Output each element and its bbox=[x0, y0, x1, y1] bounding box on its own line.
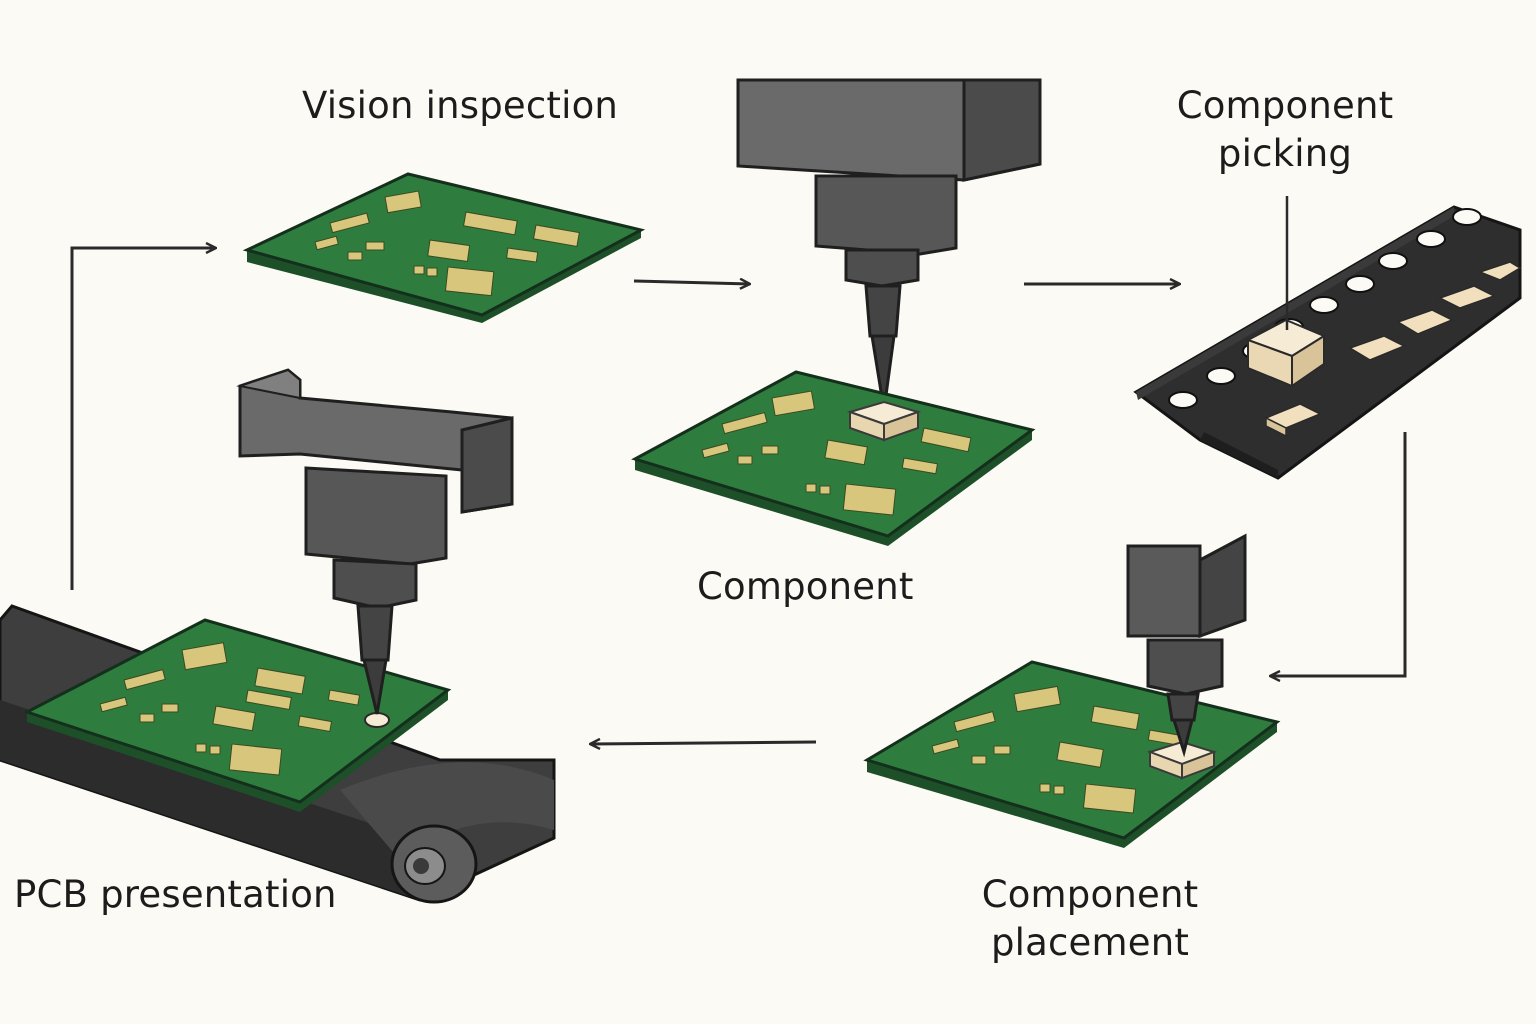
flow-arrows bbox=[70, 248, 1407, 744]
presentation-head bbox=[236, 368, 514, 715]
component-placement-label-line1: Component bbox=[981, 873, 1199, 916]
vision-inspection-label: Vision inspection bbox=[302, 84, 619, 127]
component-picking-label-line1: Component bbox=[1176, 84, 1394, 127]
component-label: Component bbox=[697, 565, 914, 608]
pcb-presentation-label: PCB presentation bbox=[14, 873, 337, 916]
component-picking-label-line2: picking bbox=[1217, 132, 1353, 176]
component-placement-label: Component placement bbox=[960, 871, 1220, 967]
vision-inspection-pcb bbox=[242, 172, 646, 323]
presentation-pcb bbox=[23, 618, 452, 812]
picked-component bbox=[1245, 318, 1327, 388]
center-pcb bbox=[631, 370, 1036, 546]
arrow-picking-to-placement bbox=[1270, 432, 1407, 676]
placement-head bbox=[1126, 533, 1247, 758]
arrow-placement-to-presentation bbox=[590, 742, 817, 744]
center-placement-head bbox=[736, 78, 1042, 411]
arrow-inspection-to-center bbox=[633, 281, 750, 284]
component-placement-label-line2: placement bbox=[990, 921, 1190, 965]
component-tape-reel bbox=[1133, 196, 1522, 480]
component-picking-label: Component picking bbox=[1160, 82, 1410, 178]
arrow-presentation-to-inspection bbox=[70, 248, 216, 590]
placement-pcb bbox=[863, 660, 1281, 848]
